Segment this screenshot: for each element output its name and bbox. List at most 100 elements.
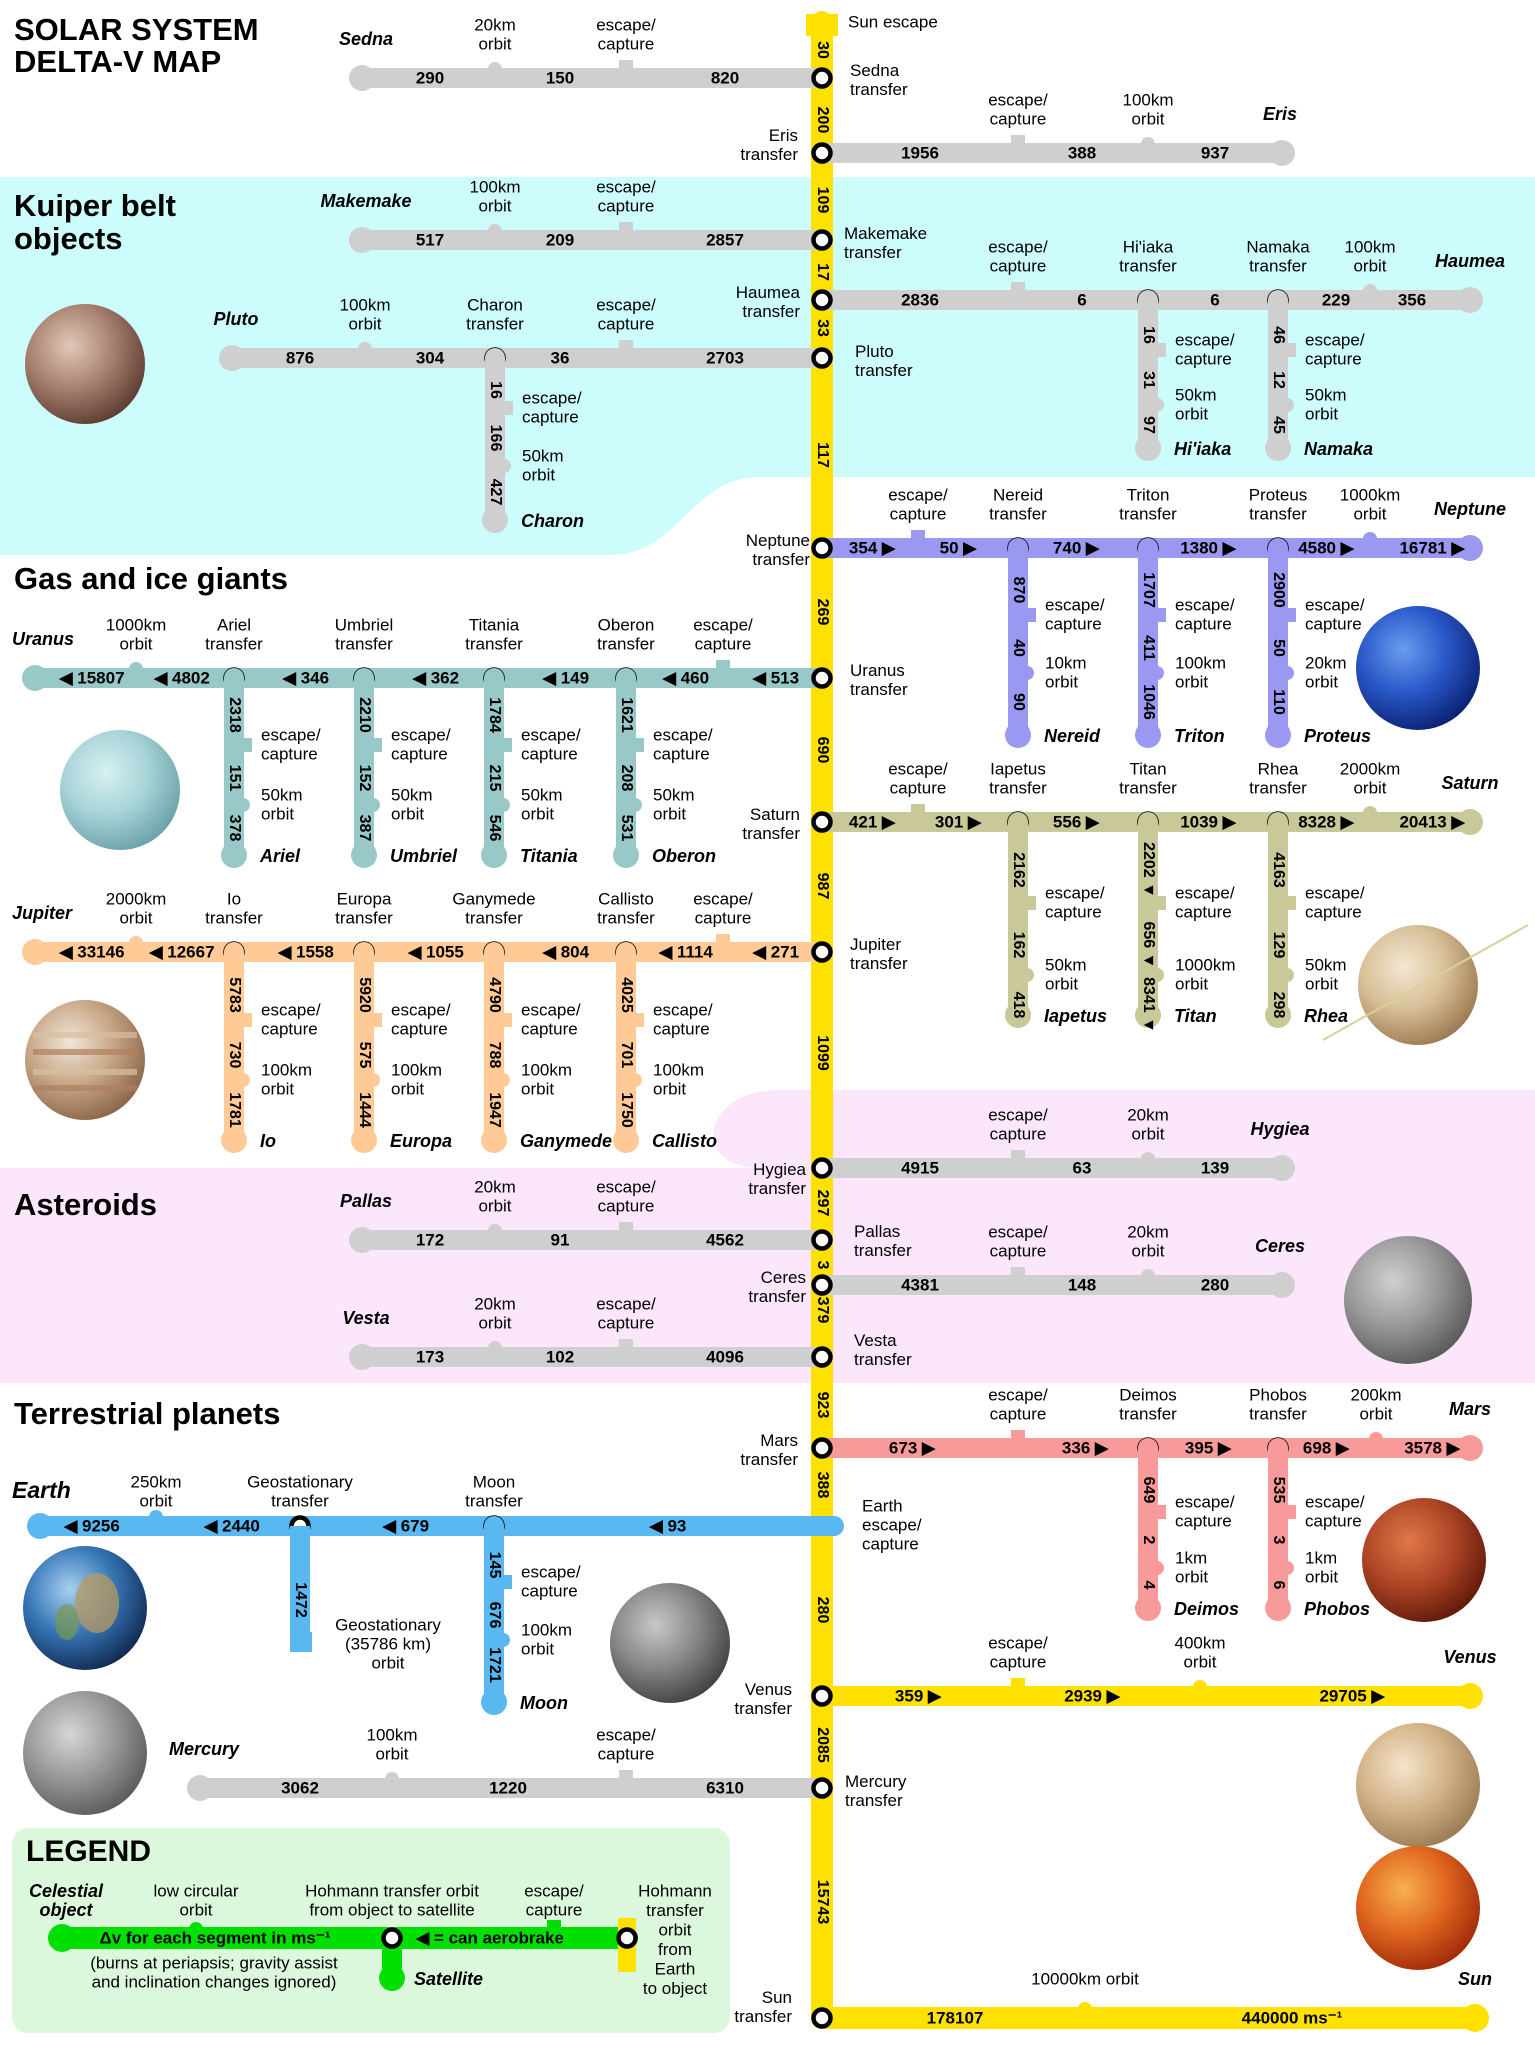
marker-label: orbit (522, 465, 555, 484)
station-label-earth: escape/ (862, 1515, 922, 1534)
station-label: transfer (597, 908, 655, 927)
marker-label: capture (990, 256, 1047, 275)
legend-label: from object to satellite (309, 1900, 474, 1919)
legend-label: transfer (646, 1901, 704, 1920)
dv-value-hiiaka: 31 (1140, 371, 1157, 389)
station-label-venus: transfer (734, 1699, 792, 1718)
marker-label: 2000km (106, 889, 166, 908)
dv-value-mars: 395 ▶ (1185, 1438, 1232, 1457)
dv-value-charon: 166 (487, 425, 504, 452)
escape-marker (716, 934, 730, 944)
dv-value-umbriel: 152 (356, 765, 373, 792)
body-name-deimos: Deimos (1174, 1599, 1239, 1619)
dv-value-namaka: 46 (1270, 326, 1287, 344)
branch-geo (290, 1526, 312, 1652)
body-name-proteus: Proteus (1304, 726, 1371, 746)
moon-image (610, 1583, 730, 1703)
escape-marker (1011, 1150, 1025, 1160)
marker-label: escape/ (596, 1725, 656, 1744)
station-label: transfer (1249, 1404, 1307, 1423)
endpoint-triton (1135, 722, 1161, 748)
legend-satellite: Satellite (414, 1969, 483, 1989)
station-label: Triton (1127, 485, 1170, 504)
escape-marker (502, 1575, 512, 1589)
station-label: Rhea (1258, 759, 1299, 778)
marker-label: 20km (1127, 1105, 1169, 1124)
dv-value-mercury: 6310 (706, 1778, 744, 1797)
marker-label: orbit (1131, 1241, 1164, 1260)
dv-value-rhea: 4163 (1270, 852, 1287, 888)
dv-value-charon: 16 (487, 381, 504, 399)
marker-label: escape/ (1305, 595, 1365, 614)
body-name-nereid: Nereid (1044, 726, 1101, 746)
marker-label: capture (1305, 614, 1362, 633)
dv-value-pluto: 876 (286, 348, 314, 367)
escape-marker (1286, 1505, 1296, 1519)
station-label-ceres: Ceres (761, 1268, 806, 1287)
marker-label: escape/ (988, 237, 1048, 256)
jupiter-image (25, 1000, 145, 1120)
marker-label: 100km (653, 1060, 704, 1079)
marker-label: escape/ (521, 1000, 581, 1019)
marker-label: capture (990, 1241, 1047, 1260)
station-label-pluto: Pluto (855, 342, 894, 361)
saturn-image (1358, 925, 1478, 1045)
station-label: Titania (469, 615, 520, 634)
endpoint-mars (1457, 1435, 1483, 1461)
saturn-rings (1322, 924, 1529, 1041)
trunk-dv: 3 (814, 1261, 831, 1270)
dv-value-proteus: 110 (1270, 689, 1287, 715)
station-label-jupiter: transfer (850, 954, 908, 973)
endpoint-europa (351, 1127, 377, 1153)
dv-value-haumea: 2836 (901, 290, 939, 309)
body-name-hiiaka: Hi'iaka (1174, 439, 1231, 459)
escape-marker (634, 1013, 644, 1027)
body-name-mercury: Mercury (169, 1739, 240, 1759)
transfer-station (811, 289, 833, 311)
transfer-station (811, 811, 833, 833)
marker-label: orbit (261, 804, 294, 823)
dv-value-deimos: 649 (1140, 1477, 1157, 1504)
marker-label: 100km (1344, 237, 1395, 256)
dv-value-mercury: 1220 (489, 1778, 527, 1797)
station-label: Umbriel (335, 615, 394, 634)
marker-label: 10000km orbit (1031, 1969, 1139, 1988)
station-label-venus: Venus (745, 1680, 792, 1699)
legend-dv-text: Δv for each segment in ms⁻¹ (100, 1928, 331, 1947)
station-label: transfer (989, 778, 1047, 797)
endpoint-neptune (1457, 535, 1483, 561)
escape-marker (1286, 608, 1296, 622)
station-label-neptune: Neptune (746, 531, 810, 550)
endpoint-namaka (1265, 435, 1291, 461)
orbit-marker (236, 1073, 250, 1087)
escape-marker (1011, 1430, 1025, 1440)
endpoint-titania (481, 842, 507, 868)
endpoint-mercury (187, 1775, 213, 1801)
marker-label: capture (261, 744, 318, 763)
orbit-marker (1141, 1269, 1155, 1283)
marker-label: orbit (653, 804, 686, 823)
escape-marker (911, 530, 925, 540)
dv-value-nereid: 870 (1010, 577, 1027, 604)
body-name-jupiter: Jupiter (12, 903, 73, 923)
escape-marker (547, 1920, 561, 1930)
station-label-sun: Sun (762, 1988, 792, 2007)
dv-value-europa: 575 (356, 1042, 373, 1069)
legend-label: to object (643, 1979, 708, 1998)
section-heading: Kuiper belt (14, 188, 176, 223)
escape-marker (619, 222, 633, 232)
dv-value-hygiea: 139 (1201, 1158, 1229, 1177)
dv-value-hygiea: 4915 (901, 1158, 939, 1177)
marker-label: capture (598, 1313, 655, 1332)
endpoint-rhea (1265, 1002, 1291, 1028)
neptune-image (1356, 606, 1480, 730)
marker-label: 100km (1122, 90, 1173, 109)
station-label: transfer (1119, 504, 1177, 523)
body-name-io: Io (260, 1131, 276, 1151)
marker-label: capture (521, 744, 578, 763)
station-label-hygiea: transfer (748, 1179, 806, 1198)
dv-value-hiiaka: 97 (1140, 416, 1157, 434)
marker-label: orbit (653, 1079, 686, 1098)
legend-label: capture (526, 1900, 583, 1919)
trunk-dv: 379 (814, 1297, 831, 1324)
